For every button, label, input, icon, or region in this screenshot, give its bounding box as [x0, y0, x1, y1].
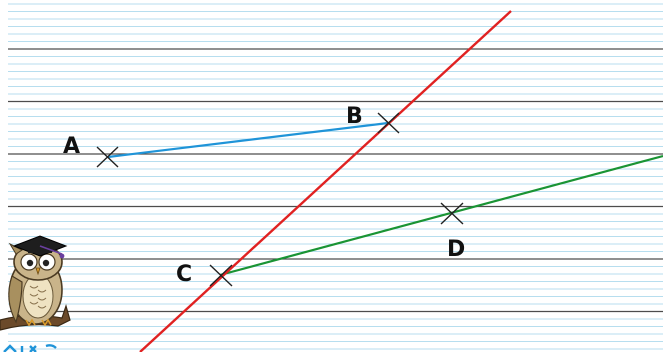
point-d-label: D — [447, 237, 465, 262]
red-line — [139, 10, 512, 353]
point-b-label: B — [346, 104, 363, 129]
point-c-label: C — [176, 262, 192, 287]
point-b-cross — [377, 112, 400, 134]
paper-rules — [8, 3, 663, 350]
segment-ab — [107, 121, 389, 159]
point-d-cross — [440, 202, 464, 225]
owl-graduate-icon — [0, 235, 71, 353]
point-a-label: A — [63, 134, 80, 159]
point-a-cross — [96, 146, 119, 168]
segment-cd — [219, 154, 663, 277]
point-c-cross — [209, 264, 233, 287]
